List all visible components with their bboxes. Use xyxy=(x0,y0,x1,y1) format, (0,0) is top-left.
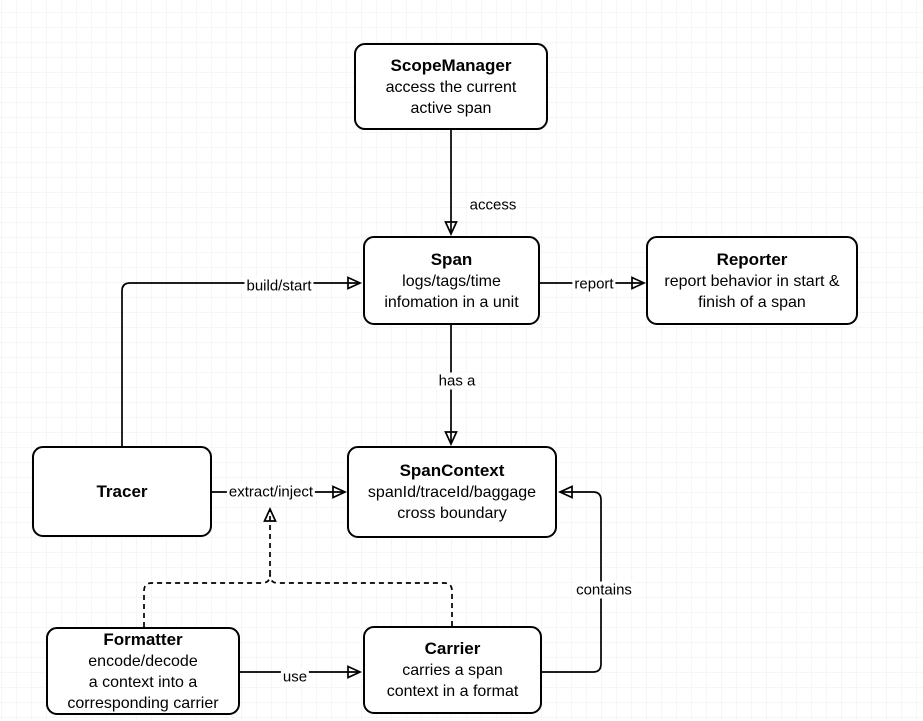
edge-dashed-formatter-branch xyxy=(143,574,271,627)
edge-tracer-to-span xyxy=(121,276,363,446)
node-scope-manager[interactable]: ScopeManager access the current active s… xyxy=(354,43,548,130)
node-tracer[interactable]: Tracer xyxy=(32,446,212,537)
node-span-context-desc: spanId/traceId/baggage cross boundary xyxy=(367,484,537,522)
edge-label-build-start: build/start xyxy=(244,277,314,295)
node-reporter[interactable]: Reporter report behavior in start & fini… xyxy=(646,236,858,325)
edge-label-extract-inject: extract/inject xyxy=(226,483,316,501)
node-carrier[interactable]: Carrier carries a span context in a form… xyxy=(363,626,542,714)
edge-label-contains: contains xyxy=(574,581,634,599)
edge-label-report: report xyxy=(572,275,616,293)
node-span[interactable]: Span logs/tags/time infomation in a unit xyxy=(363,236,540,325)
edge-label-has-a: has a xyxy=(436,372,478,390)
node-span-context[interactable]: SpanContext spanId/traceId/baggage cross… xyxy=(347,446,557,538)
node-formatter-title: Formatter xyxy=(103,629,183,649)
node-span-context-title: SpanContext xyxy=(399,461,505,480)
node-span-desc: logs/tags/time infomation in a unit xyxy=(384,272,519,311)
edge-dashed-carrier-branch xyxy=(269,574,453,626)
node-carrier-desc: carries a span context in a format xyxy=(386,662,519,700)
edge-label-use: use xyxy=(280,668,310,686)
node-tracer-title: Tracer xyxy=(96,481,148,501)
node-reporter-desc: report behavior in start & finish of a s… xyxy=(664,272,840,311)
node-reporter-title: Reporter xyxy=(716,249,788,269)
node-scope-manager-desc: access the current active span xyxy=(385,78,517,117)
node-formatter[interactable]: Formatter encode/decode a context into a… xyxy=(46,627,240,715)
node-scope-manager-title: ScopeManager xyxy=(390,55,512,75)
edge-label-access: access xyxy=(467,196,519,214)
node-formatter-desc: encode/decode a context into a correspon… xyxy=(67,652,219,712)
node-carrier-title: Carrier xyxy=(424,639,481,658)
node-span-title: Span xyxy=(430,249,473,269)
